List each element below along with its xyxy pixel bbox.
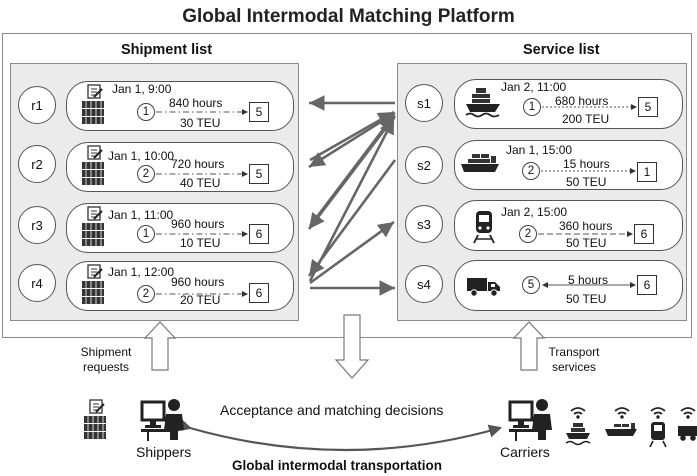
document-stack-icon — [80, 145, 106, 190]
service-list-title: Service list — [523, 42, 600, 58]
barge-icon — [460, 150, 500, 183]
shipment-list-title: Shipment list — [121, 42, 213, 58]
matching-arrows — [307, 95, 397, 296]
destination-box: 5 — [249, 164, 269, 184]
service-connectors — [538, 104, 637, 288]
shipment-hours: 840 hours — [169, 96, 223, 110]
shipment-id: r1 — [18, 86, 56, 124]
shipment-id: r4 — [18, 264, 56, 302]
service-hours: 680 hours — [555, 94, 609, 108]
service-hours: 15 hours — [563, 157, 610, 171]
destination-box: 6 — [634, 224, 654, 244]
shipment-id: r3 — [18, 206, 56, 244]
service-volume: 50 TEU — [566, 292, 607, 306]
order-circle: 1 — [523, 98, 541, 116]
ship-icon — [464, 86, 502, 125]
wireless-barge-icon — [604, 404, 638, 445]
document-stack-icon — [80, 206, 106, 251]
shipment-volume: 20 TEU — [180, 293, 221, 307]
service-time: Jan 2, 11:00 — [501, 80, 567, 94]
destination-box: 6 — [637, 275, 657, 295]
service-hours: 360 hours — [559, 219, 613, 233]
carriers-label: Carriers — [500, 444, 550, 460]
service-id: s3 — [405, 205, 443, 243]
shipment-time: Jan 1, 9:00 — [112, 82, 172, 96]
decisions-arrow — [334, 314, 370, 379]
wireless-train-icon — [647, 404, 669, 453]
service-volume: 50 TEU — [566, 236, 607, 250]
order-circle: 5 — [522, 276, 540, 294]
matching-arrow — [309, 220, 395, 285]
shipment-id: r2 — [18, 145, 56, 183]
shipment-requests-label: Shipment requests — [80, 345, 132, 374]
document-stack-icon — [80, 264, 106, 309]
transport-services-label: Transport services — [548, 345, 600, 374]
order-circle: 2 — [137, 285, 155, 303]
transport-services-arrow — [512, 321, 546, 371]
document-stack-icon — [80, 84, 106, 129]
service-time: Jan 2, 15:00 — [501, 205, 568, 219]
destination-box: 5 — [249, 102, 269, 122]
destination-box: 6 — [249, 283, 269, 303]
platform-title: Global Intermodal Matching Platform — [182, 6, 515, 27]
order-circle: 2 — [522, 162, 540, 180]
train-icon — [472, 209, 496, 250]
shipment-volume: 40 TEU — [180, 176, 221, 190]
shipment-requests-arrow — [143, 321, 177, 371]
shipment-hours: 960 hours — [171, 275, 225, 289]
document-stack-icon — [82, 399, 108, 444]
order-circle: 1 — [137, 103, 155, 121]
destination-box: 1 — [637, 162, 657, 182]
wireless-truck-icon — [678, 404, 697, 449]
shipment-volume: 30 TEU — [180, 116, 221, 130]
matching-arrow — [307, 159, 397, 277]
matching-arrow — [307, 115, 397, 230]
shipment-volume: 10 TEU — [180, 236, 221, 250]
service-volume: 50 TEU — [566, 175, 607, 189]
bottom-title: Global intermodal transportation — [232, 458, 443, 473]
destination-box: 5 — [638, 97, 658, 117]
shipment-time: Jan 1, 11:00 — [108, 208, 174, 222]
decisions-label: Acceptance and matching decisions — [220, 402, 444, 418]
order-circle: 2 — [519, 225, 537, 243]
wireless-ship-icon — [565, 404, 591, 453]
service-id: s2 — [405, 146, 443, 184]
shipment-time: Jan 1, 12:00 — [108, 265, 175, 279]
shipment-time: Jan 1, 10:00 — [108, 149, 175, 163]
shipper-carrier-curve — [177, 418, 503, 452]
shipment-hours: 720 hours — [171, 157, 225, 171]
service-time: Jan 1, 15:00 — [506, 143, 573, 157]
order-circle: 1 — [137, 225, 155, 243]
truck-icon — [466, 276, 502, 303]
shipment-hours: 960 hours — [171, 217, 225, 231]
destination-box: 6 — [249, 224, 269, 244]
service-id: s1 — [405, 84, 443, 122]
order-circle: 2 — [137, 165, 155, 183]
carrier-workstation-icon — [508, 396, 554, 447]
shipment-connectors — [156, 109, 248, 297]
shipper-workstation-icon — [140, 396, 186, 447]
service-volume: 200 TEU — [562, 112, 610, 126]
shippers-label: Shippers — [136, 444, 192, 460]
service-id: s4 — [405, 265, 443, 303]
